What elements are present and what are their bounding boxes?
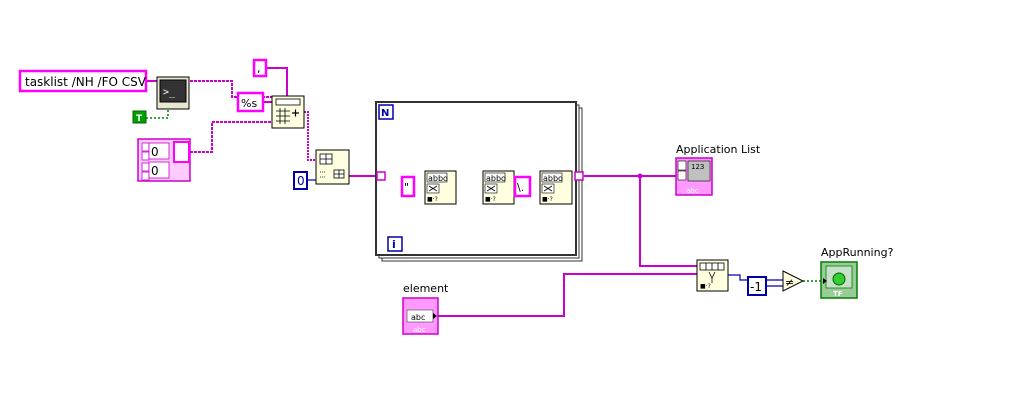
wire-to-index-array [304,111,316,161]
index-zero-constant[interactable]: 0 [293,171,316,190]
search-split-string-3[interactable]: abbo ■·? [539,170,573,205]
array-index-row: 0 [151,145,159,159]
search1-marker: ■·? [427,196,438,203]
search-1d-array-function[interactable]: ■·? [696,259,729,292]
abbo-glyph-3: abbo [543,174,563,183]
string-array-constant[interactable]: 0 0 [137,138,191,182]
led-icon [832,272,846,286]
delimiter-string-constant[interactable]: , [252,58,268,78]
quote-text: " [404,181,409,194]
app-running-label: AppRunning? [821,246,894,259]
format-string-constant[interactable]: %s [236,91,265,113]
search-split-string-2[interactable]: abbo ■·? [482,170,515,205]
loop-count-terminal[interactable]: N [378,104,394,120]
spreadsheet-grid-icon [275,98,301,124]
quote-string-constant[interactable]: " [400,175,416,198]
element-abc-glyph: abc [413,326,426,334]
delimiter-text: , [257,62,261,75]
element-label: element [403,282,449,295]
minus-one-text: -1 [750,280,762,294]
system-exec-vi[interactable]: >_ [156,76,190,110]
wire-junction [637,173,643,179]
command-string-text: tasklist /NH /FO CSV [25,75,147,89]
app-running-indicator[interactable]: AppRunning? TF [820,246,894,299]
command-string-constant[interactable]: tasklist /NH /FO CSV [18,69,148,93]
prompt-icon: >_ [163,87,176,98]
abbo-glyph-2: abbo [486,174,506,183]
not-equal-function[interactable]: ≠ [782,270,805,292]
loop-iteration-text: i [392,238,396,251]
search-array-icon [699,262,725,283]
app-list-num-glyph: 123 [691,163,704,171]
loop-input-tunnel[interactable] [376,171,386,181]
index-zero-text: 0 [297,174,305,188]
loop-count-text: N [381,108,389,119]
abbo-glyph-1: abbo [428,174,448,183]
escape-string-constant[interactable]: \. [513,175,532,198]
wire-true [146,98,169,119]
wire-array [190,121,272,153]
array-index-col: 0 [151,164,159,178]
index-array-icon [319,153,345,179]
wire-element [436,273,697,317]
loop-output-tunnel[interactable] [574,171,584,181]
wire-delimiter [266,67,288,97]
search3-marker: ■·? [542,196,553,203]
true-constant-text: T [136,114,143,124]
element-abc-text: abc [411,313,425,322]
array-to-spreadsheet-string-function[interactable] [271,95,305,129]
app-list-abc-glyph: abc [686,187,699,195]
search-split-string-1[interactable]: abbo ■·? [424,170,457,205]
tf-glyph: TF [833,290,843,298]
application-list-label: Application List [676,143,761,156]
wire-branch-search [639,176,697,267]
format-text: %s [241,97,257,110]
search-array-marker: ■·? [700,283,711,290]
application-list-indicator[interactable]: Application List 123 abc [675,143,761,196]
not-equal-glyph: ≠ [785,276,794,289]
escape-text: \. [517,181,524,194]
true-boolean-constant[interactable]: T [132,110,147,124]
loop-iteration-terminal[interactable]: i [387,236,403,252]
search2-marker: ■·? [485,196,496,203]
index-array-function[interactable] [315,149,350,185]
minus-one-constant[interactable]: -1 [747,276,767,296]
element-control[interactable]: element abc abc [402,282,449,335]
